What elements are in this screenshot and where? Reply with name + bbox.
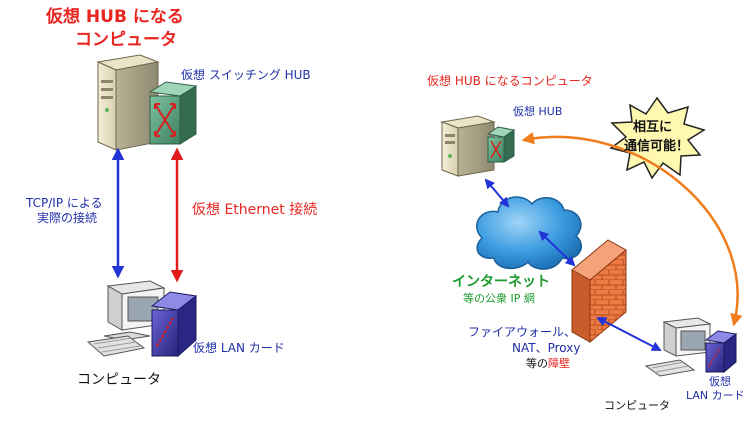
virtual-hub-label: 仮想 HUB [513,105,563,118]
tcpip-label-line1: TCP/IP による [26,196,103,210]
burst-text-line1: 相互に [633,120,673,135]
virtual-ethernet-label: 仮想 Ethernet 接続 [192,202,318,218]
internet-sub-label: 等の公衆 IP 網 [463,292,535,305]
virtual-lan-card-icon [704,330,738,374]
firewall-label-line3: 等の障壁 [526,357,570,371]
firewall-label-prefix: 等の [526,357,548,370]
right-title: 仮想 HUB になるコンピュータ [427,74,593,88]
computer-icon [86,280,166,357]
firewall-computer-arrow [596,317,662,351]
internet-cloud-icon [476,196,582,270]
right-computer-label: コンピュータ [604,399,670,412]
switching-hub-icon [148,81,198,145]
firewall-icon [571,239,627,344]
tcpip-label-line2: 実際の接続 [37,211,98,225]
virtual-hub-server-icon [96,54,160,151]
burst-text-line2: 通信可能！ [624,139,690,154]
virtual-lan-card-icon [150,291,198,358]
virtual-link-arrow [521,132,743,327]
virtual-lan-card-label: 仮想 LAN カード [193,341,285,355]
right-lan-label-line2: LAN カード [686,389,745,402]
virtual-hub-icon [486,126,516,163]
left-computer-label: コンピュータ [77,372,161,388]
virtual-hub-server-icon [440,115,496,177]
right-lan-label-line1: 仮想 [709,375,731,388]
firewall-label-emphasis: 障壁 [548,357,570,370]
firewall-label-line2: NAT、Proxy [512,341,581,355]
firewall-label-line1: ファイアウォール、 [468,325,577,339]
left-title-line2: コンピュータ [75,30,177,50]
switching-hub-label: 仮想 スイッチング HUB [181,68,311,82]
server-cloud-arrow [484,178,510,208]
internet-label: インターネット [452,274,550,290]
left-title-line1: 仮想 HUB になる [46,7,184,27]
